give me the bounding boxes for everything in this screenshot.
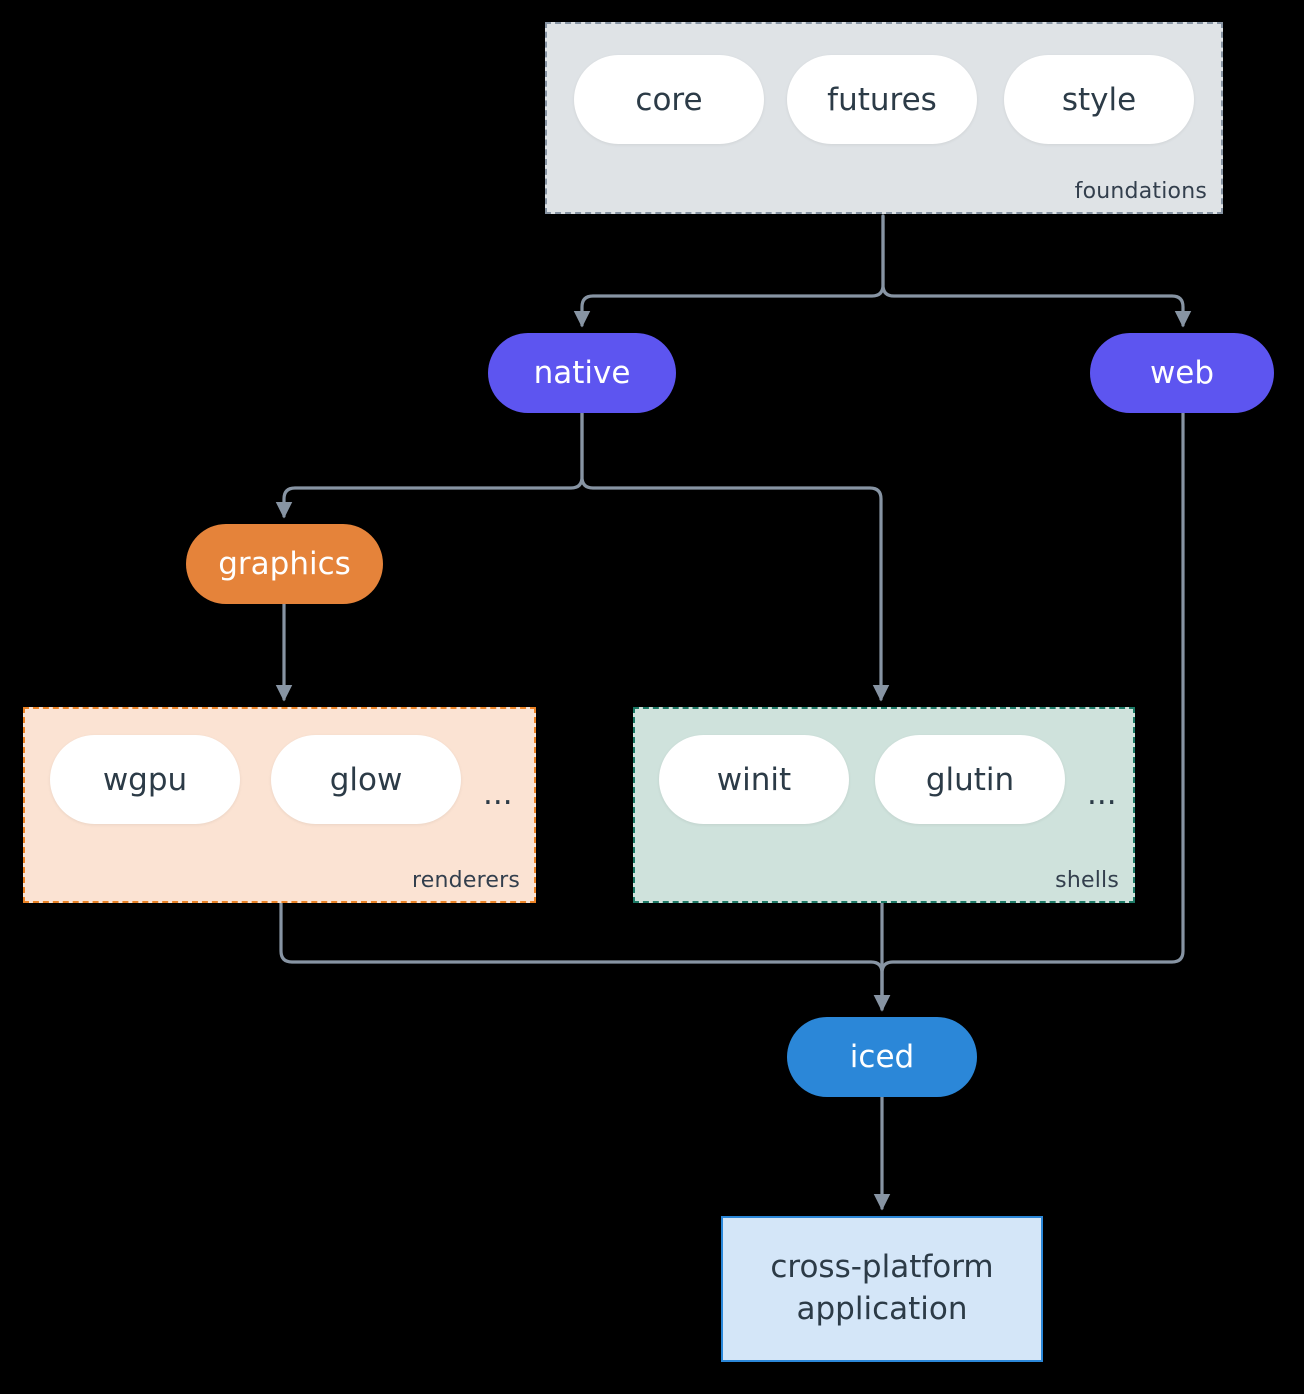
node-web[interactable]: web bbox=[1090, 333, 1274, 413]
cluster-shells-label: shells bbox=[1055, 868, 1119, 893]
pill-core[interactable]: core bbox=[574, 55, 764, 144]
edge-native-shells bbox=[580, 411, 890, 702]
pill-style[interactable]: style bbox=[1004, 55, 1194, 144]
pill-wgpu-label: wgpu bbox=[102, 761, 188, 798]
node-iced[interactable]: iced bbox=[787, 1017, 977, 1097]
pill-futures-label: futures bbox=[827, 81, 937, 118]
pill-wgpu[interactable]: wgpu bbox=[50, 735, 240, 824]
pill-core-label: core bbox=[635, 81, 703, 118]
node-native[interactable]: native bbox=[488, 333, 676, 413]
node-native-label: native bbox=[533, 355, 631, 391]
edge-native-graphics bbox=[275, 411, 584, 519]
pill-winit-label: winit bbox=[716, 761, 792, 798]
pill-style-label: style bbox=[1061, 81, 1137, 118]
cluster-renderers: wgpu glow ... renderers bbox=[23, 707, 536, 903]
pill-glow-label: glow bbox=[329, 761, 403, 798]
node-app-line2: application bbox=[796, 1291, 968, 1327]
cluster-shells: winit glutin ... shells bbox=[633, 707, 1135, 903]
pill-winit[interactable]: winit bbox=[659, 735, 849, 824]
pill-glutin-label: glutin bbox=[925, 761, 1015, 798]
node-graphics[interactable]: graphics bbox=[186, 524, 383, 604]
node-graphics-label: graphics bbox=[218, 546, 351, 582]
shells-ellipsis: ... bbox=[1087, 776, 1117, 812]
pill-futures[interactable]: futures bbox=[787, 55, 977, 144]
node-cross-platform-application[interactable]: cross-platform application bbox=[721, 1216, 1043, 1362]
node-app-line1: cross-platform bbox=[770, 1249, 994, 1286]
node-web-label: web bbox=[1149, 355, 1215, 391]
node-iced-label: iced bbox=[849, 1039, 915, 1075]
renderers-ellipsis: ... bbox=[483, 776, 513, 812]
edge-foundations-native bbox=[573, 214, 885, 328]
cluster-foundations-label: foundations bbox=[1074, 179, 1207, 204]
edge-foundations-web bbox=[881, 214, 1192, 328]
cluster-foundations: core futures style foundations bbox=[545, 22, 1223, 214]
cluster-renderers-label: renderers bbox=[412, 868, 520, 893]
edge-renderers-iced bbox=[279, 901, 891, 1012]
pill-glow[interactable]: glow bbox=[271, 735, 461, 824]
pill-glutin[interactable]: glutin bbox=[875, 735, 1065, 824]
